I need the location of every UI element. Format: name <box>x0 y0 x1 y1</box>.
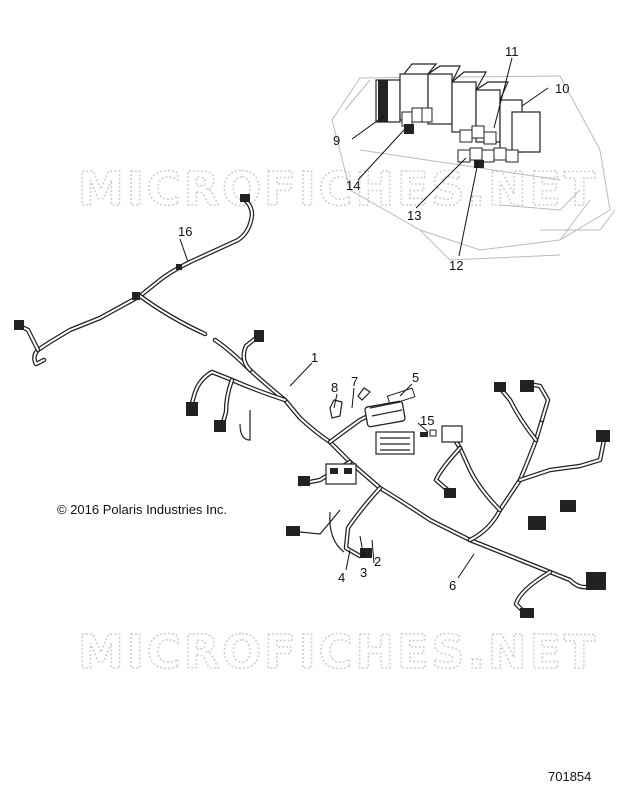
copyright-notice: © 2016 Polaris Industries Inc. <box>57 502 227 517</box>
diagram-reference-number: 701854 <box>548 769 592 784</box>
fuse-box-illustration <box>331 63 616 261</box>
callout-12: 12 <box>449 258 463 273</box>
small-parts-illustration <box>329 387 437 437</box>
callout-16: 16 <box>178 224 192 239</box>
callout-4: 4 <box>338 570 345 585</box>
callout-5: 5 <box>412 370 419 385</box>
callout-10: 10 <box>555 81 569 96</box>
main-harness-illustration <box>186 330 610 618</box>
callout-7: 7 <box>351 374 358 389</box>
callout-15: 15 <box>420 413 434 428</box>
callout-1: 1 <box>311 350 318 365</box>
callout-13: 13 <box>407 208 421 223</box>
callout-8: 8 <box>331 380 338 395</box>
callouts: 1 2 3 4 5 6 7 8 9 10 11 12 13 14 15 16 <box>178 44 569 593</box>
leader-lines <box>179 57 549 579</box>
watermark-bottom: MICROFICHES.NET <box>78 625 598 679</box>
watermark-top: MICROFICHES.NET <box>78 162 598 216</box>
callout-9: 9 <box>333 133 340 148</box>
relay-row <box>375 63 541 153</box>
callout-6: 6 <box>449 578 456 593</box>
harness-16-illustration <box>14 194 255 367</box>
fuse-cluster <box>401 107 519 168</box>
callout-14: 14 <box>346 178 360 193</box>
callout-2: 2 <box>374 554 381 569</box>
callout-3: 3 <box>360 565 367 580</box>
callout-11: 11 <box>505 44 519 59</box>
